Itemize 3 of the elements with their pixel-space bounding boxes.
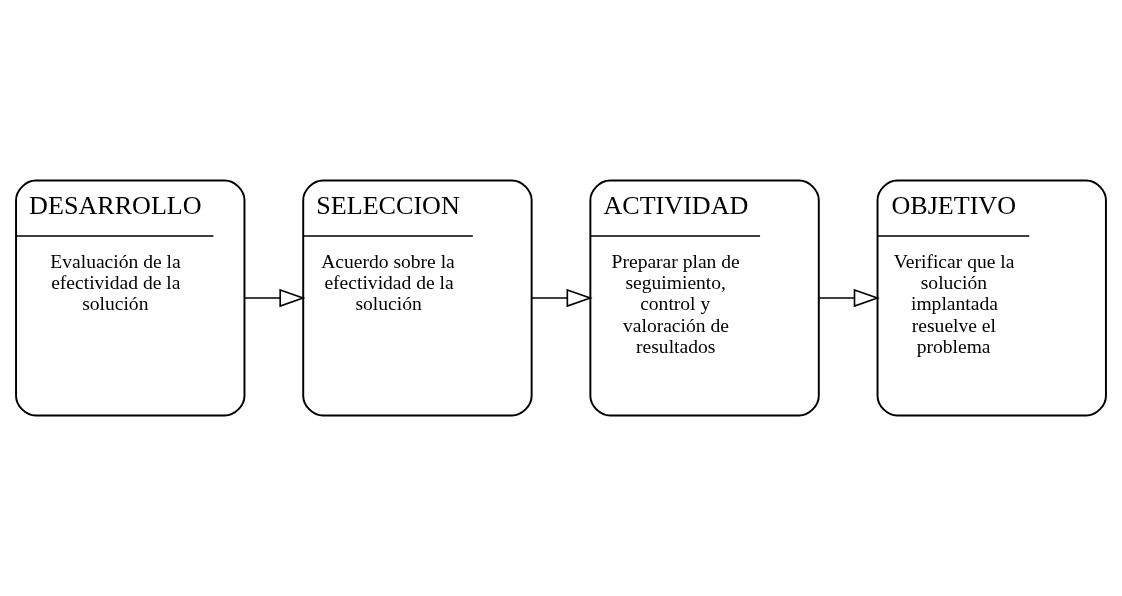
arrow	[243, 288, 306, 308]
arrow	[530, 288, 593, 308]
arrow	[818, 288, 880, 308]
